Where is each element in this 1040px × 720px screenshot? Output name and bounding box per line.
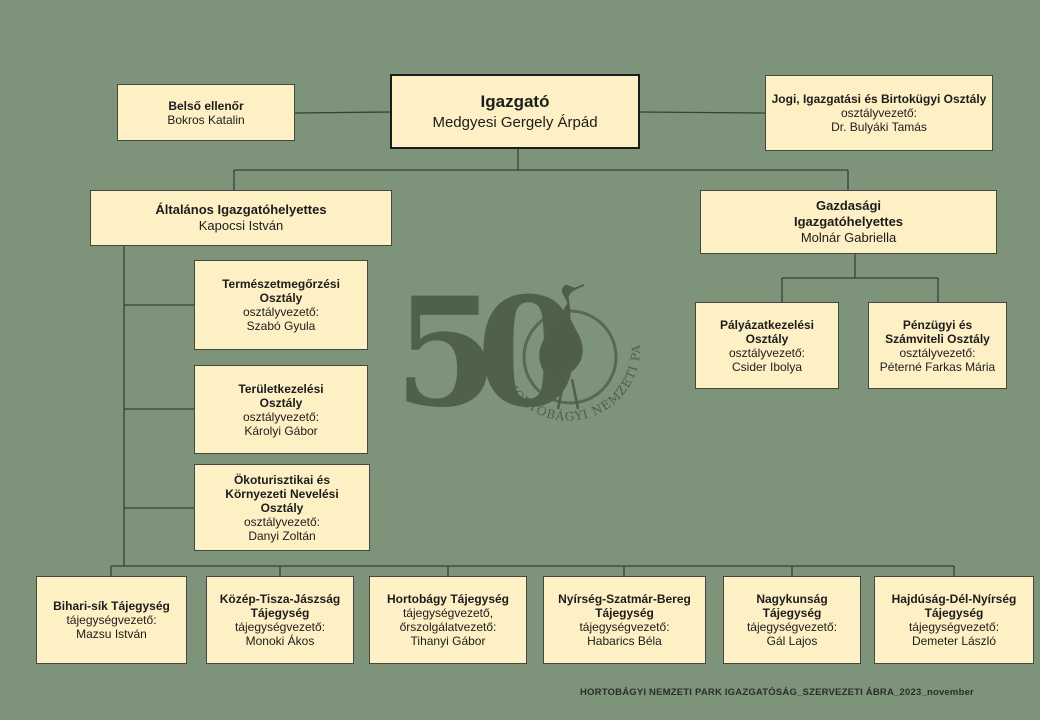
director-title: Igazgató: [480, 91, 550, 111]
region-box: Közép-Tisza-Jászság Tájegység tájegységv…: [206, 576, 354, 664]
economic-department-box: Pályázatkezelési Osztály osztályvezető: …: [695, 302, 839, 389]
region-title: Bihari-sík Tájegység: [53, 599, 170, 613]
connector-legal: [639, 111, 766, 114]
department-role: osztályvezető:: [243, 514, 321, 529]
region-head-name: Monoki Ákos: [245, 634, 315, 648]
region-role: tájegységvezető:: [579, 620, 670, 634]
footer-caption: HORTOBÁGYI NEMZETI PARK IGAZGATÓSÁG_SZER…: [580, 687, 974, 698]
region-role: tájegységvezető:: [746, 620, 838, 634]
general-deputy-box: Általános Igazgatóhelyettes Kapocsi Istv…: [90, 190, 392, 246]
region-title: Közép-Tisza-Jászság Tájegység: [219, 592, 341, 620]
park-50-logo: 50 HORTOBÁGYI NEMZETI PARK: [383, 264, 648, 445]
region-role: tájegységvezető:: [66, 613, 157, 627]
region-title: Hajdúság-Dél-Nyírség Tájegység: [891, 592, 1017, 620]
economic-deputy-name: Molnár Gabriella: [800, 230, 897, 245]
region-head-name: Demeter László: [911, 634, 997, 648]
department-head-name: Károlyi Gábor: [244, 423, 318, 438]
crane-bird-icon: 50 HORTOBÁGYI NEMZETI PARK: [383, 264, 642, 441]
connector-auditor: [294, 111, 391, 114]
auditor-box: Belső ellenőr Bokros Katalin: [117, 84, 295, 141]
region-box: Bihari-sík Tájegység tájegységvezető: Ma…: [36, 576, 187, 664]
region-title: Nagykunság Tájegység: [756, 592, 828, 620]
economic-department-title: Pénzügyi és Számviteli Osztály: [885, 317, 990, 346]
region-head-name: Habarics Béla: [587, 634, 662, 648]
director-name: Medgyesi Gergely Árpád: [432, 113, 598, 131]
economic-deputy-box: Gazdasági Igazgatóhelyettes Molnár Gabri…: [700, 190, 997, 254]
general-deputy-title: Általános Igazgatóhelyettes: [155, 202, 327, 217]
region-head-name: Mazsu István: [76, 627, 147, 641]
department-head-name: Szabó Gyula: [246, 319, 316, 333]
economic-department-role: osztályvezető:: [899, 345, 976, 360]
department-role: osztályvezető:: [242, 409, 320, 424]
region-box: Nagykunság Tájegység tájegységvezető: Gá…: [723, 576, 861, 664]
region-title: Nyírség-Szatmár-Bereg Tájegység: [558, 592, 691, 620]
economic-department-head-name: Csider Ibolya: [731, 359, 803, 374]
region-role: tájegységvezető:: [234, 620, 326, 634]
legal-dept-name: Dr. Bulyáki Tamás: [831, 120, 927, 134]
general-deputy-name: Kapocsi István: [198, 218, 284, 233]
department-title: Természetmegőrzési Osztály: [222, 277, 340, 305]
economic-deputy-title: Gazdasági Igazgatóhelyettes: [793, 198, 904, 229]
director-box: Igazgató Medgyesi Gergely Árpád: [390, 74, 640, 149]
auditor-name: Bokros Katalin: [167, 112, 245, 127]
economic-department-head-name: Péterné Farkas Mária: [879, 359, 996, 374]
region-role: tájegységvezető:: [908, 620, 1000, 634]
department-box: Természetmegőrzési Osztály osztályvezető…: [194, 260, 368, 350]
region-box: Nyírség-Szatmár-Bereg Tájegység tájegysé…: [543, 576, 706, 664]
region-box: Hajdúság-Dél-Nyírség Tájegység tájegység…: [874, 576, 1034, 664]
economic-department-title: Pályázatkezelési Osztály: [719, 317, 815, 346]
department-box: Ökoturisztikai és Környezeti Nevelési Os…: [194, 464, 370, 551]
department-role: osztályvezető:: [242, 305, 320, 319]
department-title: Területkezelési Osztály: [238, 381, 324, 410]
department-title: Ökoturisztikai és Környezeti Nevelési Os…: [225, 472, 339, 515]
region-box: Hortobágy Tájegység tájegységvezető, őrs…: [369, 576, 527, 664]
legal-dept-title: Jogi, Igazgatási és Birtokügyi Osztály: [771, 92, 987, 106]
region-head-name: Tihanyi Gábor: [410, 634, 486, 648]
legal-dept-role: osztályvezető:: [840, 106, 918, 120]
auditor-title: Belső ellenőr: [168, 98, 244, 113]
region-head-name: Gál Lajos: [766, 634, 818, 648]
region-title: Hortobágy Tájegység: [386, 592, 510, 606]
economic-department-role: osztályvezető:: [728, 345, 806, 360]
department-box: Területkezelési Osztály osztályvezető: K…: [194, 365, 368, 454]
legal-dept-box: Jogi, Igazgatási és Birtokügyi Osztály o…: [765, 75, 993, 151]
department-head-name: Danyi Zoltán: [248, 528, 316, 543]
economic-department-box: Pénzügyi és Számviteli Osztály osztályve…: [868, 302, 1007, 389]
region-role: tájegységvezető, őrszolgálatvezető:: [399, 606, 497, 634]
